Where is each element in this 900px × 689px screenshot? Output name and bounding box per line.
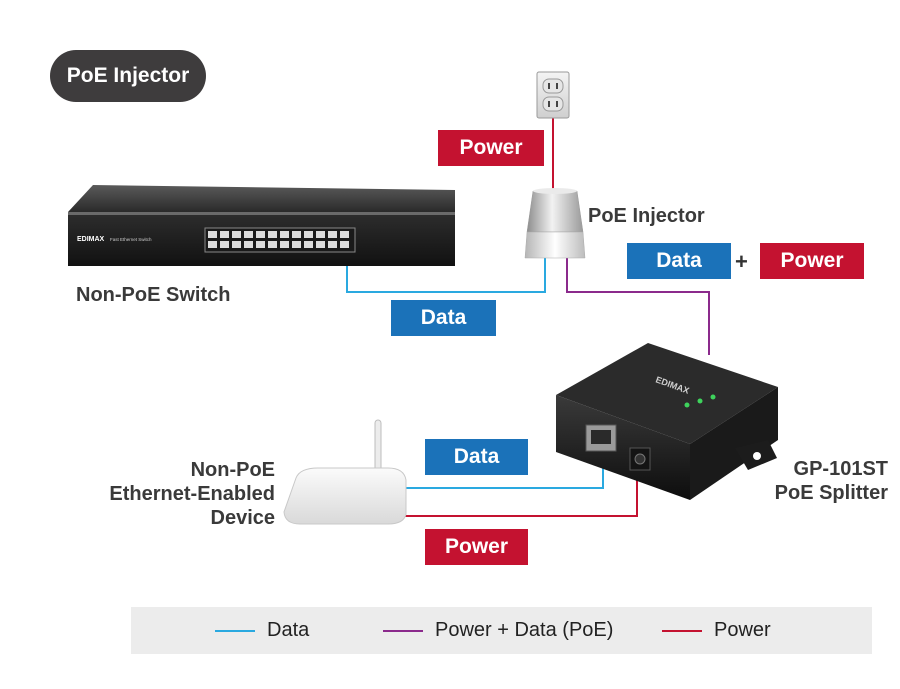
switch-port (304, 231, 313, 238)
legend-item-power: Power (662, 607, 771, 654)
switch-port (340, 231, 349, 238)
switch-port (280, 231, 289, 238)
switch-port (232, 241, 241, 248)
legend-label-poe: Power + Data (PoE) (435, 619, 614, 641)
switch-model: Fast Ethernet Switch (110, 237, 152, 242)
badge-power-combo: Power (760, 243, 864, 279)
switch-port (340, 241, 349, 248)
badge-data-device: Data (425, 439, 528, 475)
badge-data-combo: Data (627, 243, 731, 279)
switch-port (208, 231, 217, 238)
switch-port (220, 231, 229, 238)
badge-power-device: Power (425, 529, 528, 565)
device-label-line1: Non-PoE (190, 459, 275, 481)
switch-port (256, 241, 265, 248)
badge-data-switch: Data (391, 300, 496, 336)
legend-item-poe: Power + Data (PoE) (383, 607, 613, 654)
legend: Data Power + Data (PoE) Power (131, 607, 872, 654)
legend-label-data: Data (267, 619, 310, 641)
switch-port (244, 231, 253, 238)
switch-port (328, 231, 337, 238)
poe-splitter-icon: EDIMAX (556, 343, 778, 500)
injector-label: PoE Injector (588, 205, 705, 227)
switch-port (232, 231, 241, 238)
switch-label: Non-PoE Switch (76, 284, 231, 306)
switch-port (208, 241, 217, 248)
switch-port (220, 241, 229, 248)
splitter-label-line1: GP-101ST (793, 458, 888, 480)
poe-cable (566, 258, 710, 355)
power-cable-device (405, 470, 638, 517)
badge-power-top: Power (438, 130, 544, 166)
switch-port (268, 231, 277, 238)
legend-swatch-poe (383, 629, 423, 632)
poe-injector-icon (524, 188, 586, 259)
switch-port (244, 241, 253, 248)
legend-item-data: Data (215, 607, 309, 654)
switch-port (292, 231, 301, 238)
switch-port (256, 231, 265, 238)
data-cable-switch (346, 258, 546, 293)
splitter-label: GP-101ST PoE Splitter (738, 457, 888, 505)
switch-brand: EDIMAX (77, 236, 105, 243)
ethernet-device-icon (283, 419, 407, 525)
splitter-label-line2: PoE Splitter (774, 482, 888, 504)
plus-sign: + (735, 249, 748, 274)
switch-port (316, 241, 325, 248)
switch-port (268, 241, 277, 248)
network-switch-icon: EDIMAX Fast Ethernet Switch (68, 185, 455, 266)
switch-port (292, 241, 301, 248)
legend-swatch-power (662, 629, 702, 632)
legend-label-power: Power (714, 619, 771, 641)
switch-port (304, 241, 313, 248)
switch-port (316, 231, 325, 238)
device-label-line2: Ethernet-Enabled (109, 483, 275, 505)
device-label: Non-PoE Ethernet-Enabled Device (60, 458, 275, 530)
page-title: PoE Injector (50, 50, 206, 102)
device-label-line3: Device (210, 507, 276, 529)
switch-port (328, 241, 337, 248)
legend-swatch-data (215, 629, 255, 632)
wall-outlet-icon (536, 71, 570, 119)
switch-port (280, 241, 289, 248)
